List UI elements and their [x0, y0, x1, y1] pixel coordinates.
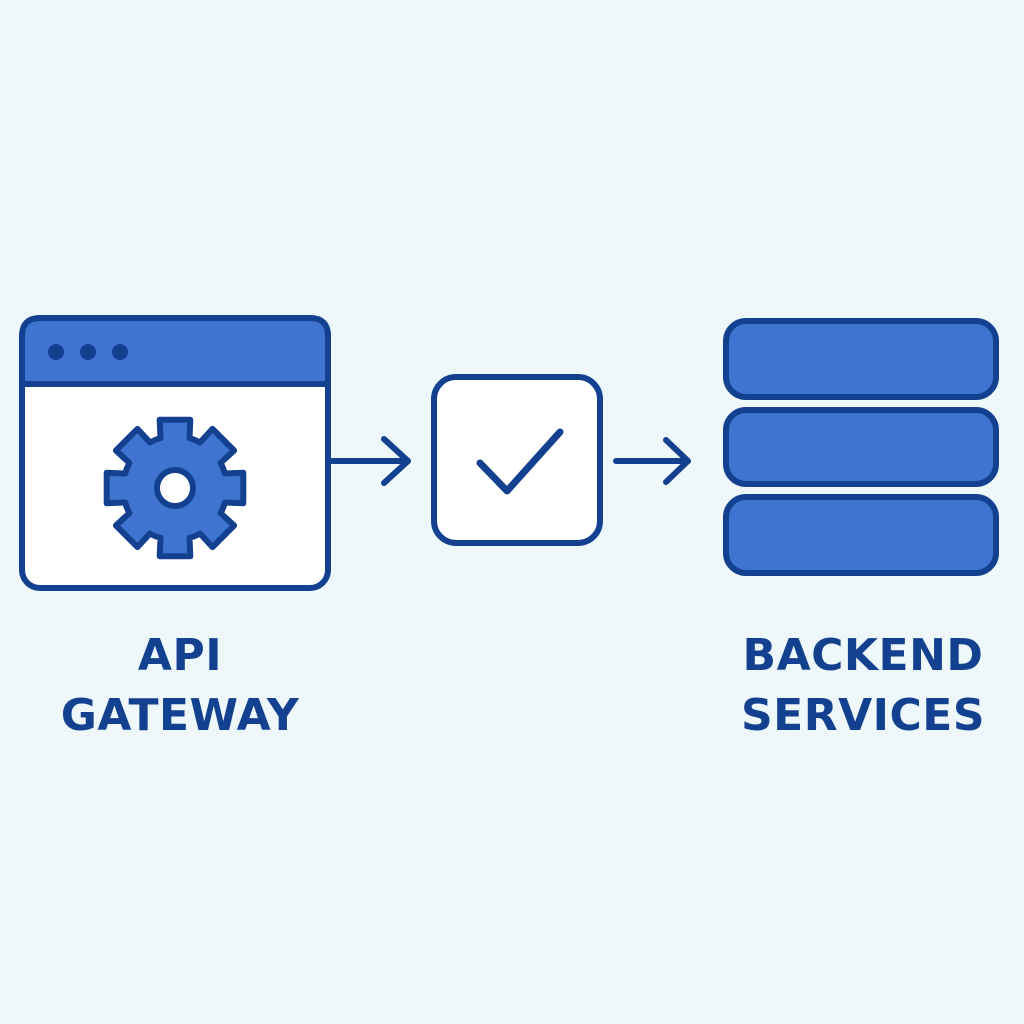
api-gateway-label-line: GATEWAY — [60, 690, 300, 741]
backend-services-label-line: SERVICES — [740, 690, 986, 741]
window-dot-icon — [80, 344, 96, 360]
checkmark-icon — [476, 428, 564, 495]
database-layer — [723, 318, 999, 400]
arrow-right-icon — [329, 436, 411, 486]
browser-window-titlebar — [19, 315, 331, 387]
arrow-right-icon — [613, 437, 691, 485]
stacked-database-icon — [723, 318, 999, 576]
browser-window-with-gear-icon — [19, 315, 331, 591]
gear-icon — [103, 416, 247, 560]
api-gateway-label: API GATEWAY — [30, 626, 330, 746]
backend-services-label: BACKEND SERVICES — [708, 626, 1018, 746]
database-layer — [723, 407, 999, 487]
database-layer — [723, 494, 999, 576]
checkmark-box-icon — [431, 374, 603, 546]
window-dot-icon — [48, 344, 64, 360]
backend-services-label-line: BACKEND — [742, 630, 984, 681]
window-dot-icon — [112, 344, 128, 360]
api-gateway-label-line: API — [137, 630, 223, 681]
